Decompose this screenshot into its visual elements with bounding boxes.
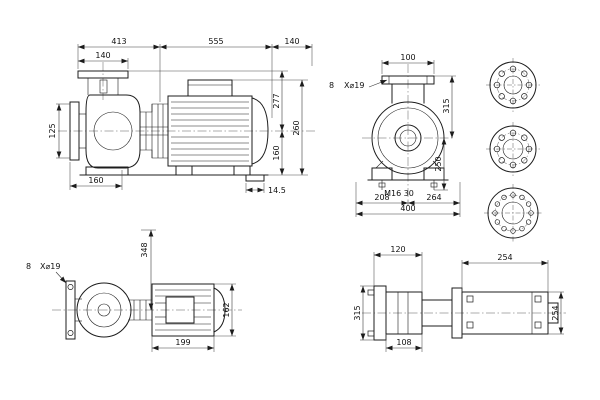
flange-detail-2	[486, 122, 540, 176]
motor-fins	[171, 101, 249, 162]
anchor-bolt-spec: M16 30	[384, 189, 414, 198]
flange-detail-1	[486, 58, 540, 112]
dim-120: 120	[390, 245, 405, 254]
dim-140-flange: 140	[95, 51, 110, 60]
bolt-count-label: 8	[26, 262, 31, 271]
dim-140-right: 140	[284, 37, 299, 46]
flange-details	[484, 58, 542, 242]
dim-250: 250	[434, 156, 443, 171]
dim-14-5: 14.5	[268, 186, 286, 195]
casing-plan	[76, 282, 132, 338]
shaft-view-dimensions: 120 254 315 108 254	[353, 245, 564, 352]
dim-260: 260	[292, 120, 301, 135]
dim-264: 264	[426, 193, 441, 202]
dim-199: 199	[175, 338, 190, 347]
shaft-view: 120 254 315 108 254	[353, 245, 566, 352]
shaft-end	[547, 302, 559, 324]
dim-254-right: 254	[551, 305, 560, 320]
bolt-circle	[494, 194, 532, 232]
dim-208: 208	[374, 193, 389, 202]
front-view: 100 8 X⌀19 315 250 M16 30 208 264 400	[329, 53, 461, 217]
dim-125: 125	[48, 123, 57, 138]
suction-flange-plan	[65, 280, 76, 340]
plan-view-dimensions: 8 X⌀19 348 199 162	[26, 229, 236, 352]
motor-end-cap-plan	[213, 287, 226, 333]
shaft-bore	[394, 124, 422, 152]
bolt-circle	[496, 132, 530, 166]
dim-315: 315	[442, 98, 451, 113]
dim-162: 162	[222, 302, 231, 317]
terminal-box	[187, 79, 233, 97]
terminal-box-plan	[165, 296, 195, 324]
side-view-dimensions: 413 555 140 140 125 160 277 160 260	[48, 37, 313, 195]
anchor-bolt-left	[378, 182, 386, 188]
bolt-dia-label: X⌀19	[344, 81, 364, 90]
dim-400: 400	[400, 204, 415, 213]
suction-flange	[69, 101, 80, 161]
plan-view-geometry	[52, 280, 242, 340]
bolt-dia-label: X⌀19	[40, 262, 60, 271]
side-view: 413 555 140 140 125 160 277 160 260	[48, 37, 316, 195]
shaft-view-geometry	[362, 285, 566, 341]
side-view-geometry	[58, 62, 316, 182]
motor-foot-pad	[245, 174, 265, 182]
dim-277: 277	[272, 93, 281, 108]
front-view-dimensions: 100 8 X⌀19 315 250 M16 30 208 264 400	[329, 53, 461, 217]
dim-100: 100	[400, 53, 415, 62]
foot-left	[371, 167, 393, 181]
discharge-flange	[77, 70, 129, 79]
dim-160-right: 160	[272, 145, 281, 160]
dim-254-top: 254	[497, 253, 512, 262]
dim-555: 555	[208, 37, 223, 46]
anchor-bolt-right	[430, 182, 438, 188]
bolt-leader	[368, 79, 388, 88]
vent-plug	[99, 79, 108, 94]
dim-315: 315	[353, 305, 362, 320]
front-view-geometry	[362, 64, 454, 200]
volute-casing	[85, 94, 141, 169]
dim-160-bottom: 160	[88, 176, 103, 185]
bolt-circle	[496, 68, 530, 102]
dim-108: 108	[396, 338, 411, 347]
dim-413: 413	[111, 37, 126, 46]
bolt-leader	[55, 271, 67, 284]
flange-detail-3	[484, 184, 542, 242]
motor-end-cap	[251, 97, 269, 165]
dim-348: 348	[140, 242, 149, 257]
bolt-count-label: 8	[329, 81, 334, 90]
plan-view: 8 X⌀19 348 199 162	[26, 229, 242, 352]
